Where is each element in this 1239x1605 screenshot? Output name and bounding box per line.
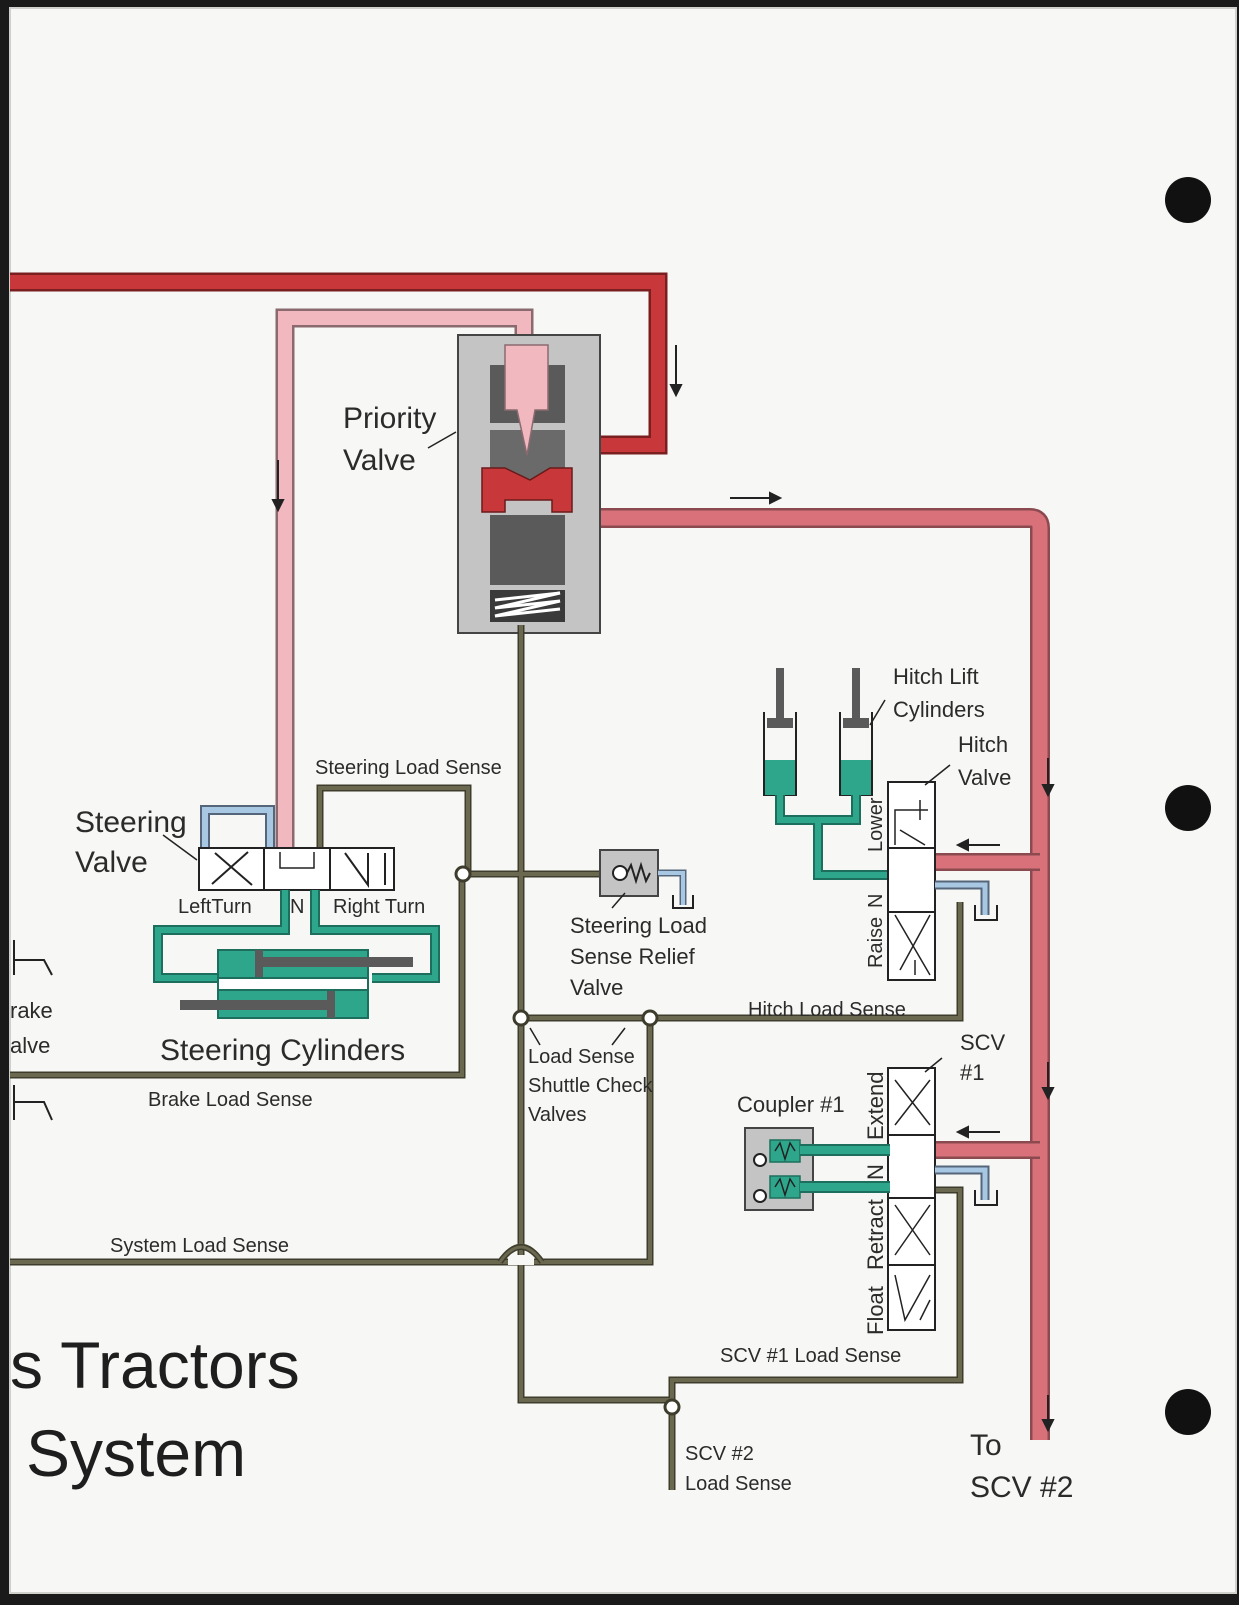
- hitch-lift-cylinders: [763, 668, 890, 880]
- shuttle-check-valves-label: Load Sense Shuttle Check Valves: [528, 1046, 658, 1126]
- steering-load-sense-relief-valve: [599, 849, 694, 909]
- priority-valve-label: Priority Valve: [343, 402, 445, 477]
- coupler1: [744, 1127, 890, 1211]
- steering-neutral-label: N: [290, 896, 304, 918]
- binder-hole-top: [1165, 177, 1211, 223]
- hitch-lift-cylinders-label: Hitch Lift Cylinders: [893, 664, 985, 722]
- page-title: s Tractors System: [10, 1328, 318, 1490]
- scv-extend-label: Extend: [863, 1072, 888, 1141]
- brake-valve-fragment: [13, 940, 53, 1121]
- scv-retract-label: Retract: [863, 1199, 888, 1270]
- flow-arrows: [271, 345, 1055, 1433]
- binder-hole-bottom: [1165, 1389, 1211, 1435]
- hitch-raise-label: Raise: [865, 917, 887, 968]
- priority-valve: [457, 334, 601, 634]
- steering-cylinders: [153, 890, 440, 1019]
- hitch-valve: [887, 781, 998, 981]
- binder-hole-middle: [1165, 785, 1211, 831]
- brake-valve-label: rake alve: [10, 998, 59, 1058]
- hitch-load-sense-label: Hitch Load Sense: [748, 999, 906, 1021]
- steering-load-sense-relief-valve-label: Steering Load Sense Relief Valve: [570, 913, 713, 1000]
- scv1-label: SCV #1: [960, 1030, 1011, 1085]
- steering-valve-label: Steering Valve: [75, 806, 195, 879]
- steering-load-sense-label: Steering Load Sense: [315, 757, 502, 779]
- to-scv2-label: To SCV #2: [970, 1429, 1073, 1504]
- steering-cylinders-label: Steering Cylinders: [160, 1034, 405, 1067]
- scv-float-label: Float: [863, 1286, 888, 1335]
- hitch-lower-label: Lower: [865, 797, 887, 852]
- scv-neutral-label: N: [863, 1164, 888, 1180]
- coupler1-label: Coupler #1: [737, 1092, 845, 1117]
- load-sense-lines-fill: [10, 625, 962, 1490]
- steering-valve: [198, 805, 395, 891]
- scv1-valve: [887, 1067, 998, 1331]
- secondary-flow-line: [555, 508, 1050, 1440]
- scv2-load-sense-label: SCV #2 Load Sense: [685, 1443, 792, 1495]
- shuttle-check-valves: [454, 865, 681, 1416]
- right-turn-label: Right Turn: [333, 896, 425, 918]
- left-turn-label: LeftTurn: [178, 896, 252, 918]
- brake-load-sense-label: Brake Load Sense: [148, 1089, 313, 1111]
- scv1-load-sense-label: SCV #1 Load Sense: [720, 1345, 901, 1367]
- hitch-valve-label: Hitch Valve: [958, 732, 1014, 790]
- system-load-sense-label: System Load Sense: [110, 1235, 289, 1257]
- hitch-neutral-label: N: [865, 894, 887, 908]
